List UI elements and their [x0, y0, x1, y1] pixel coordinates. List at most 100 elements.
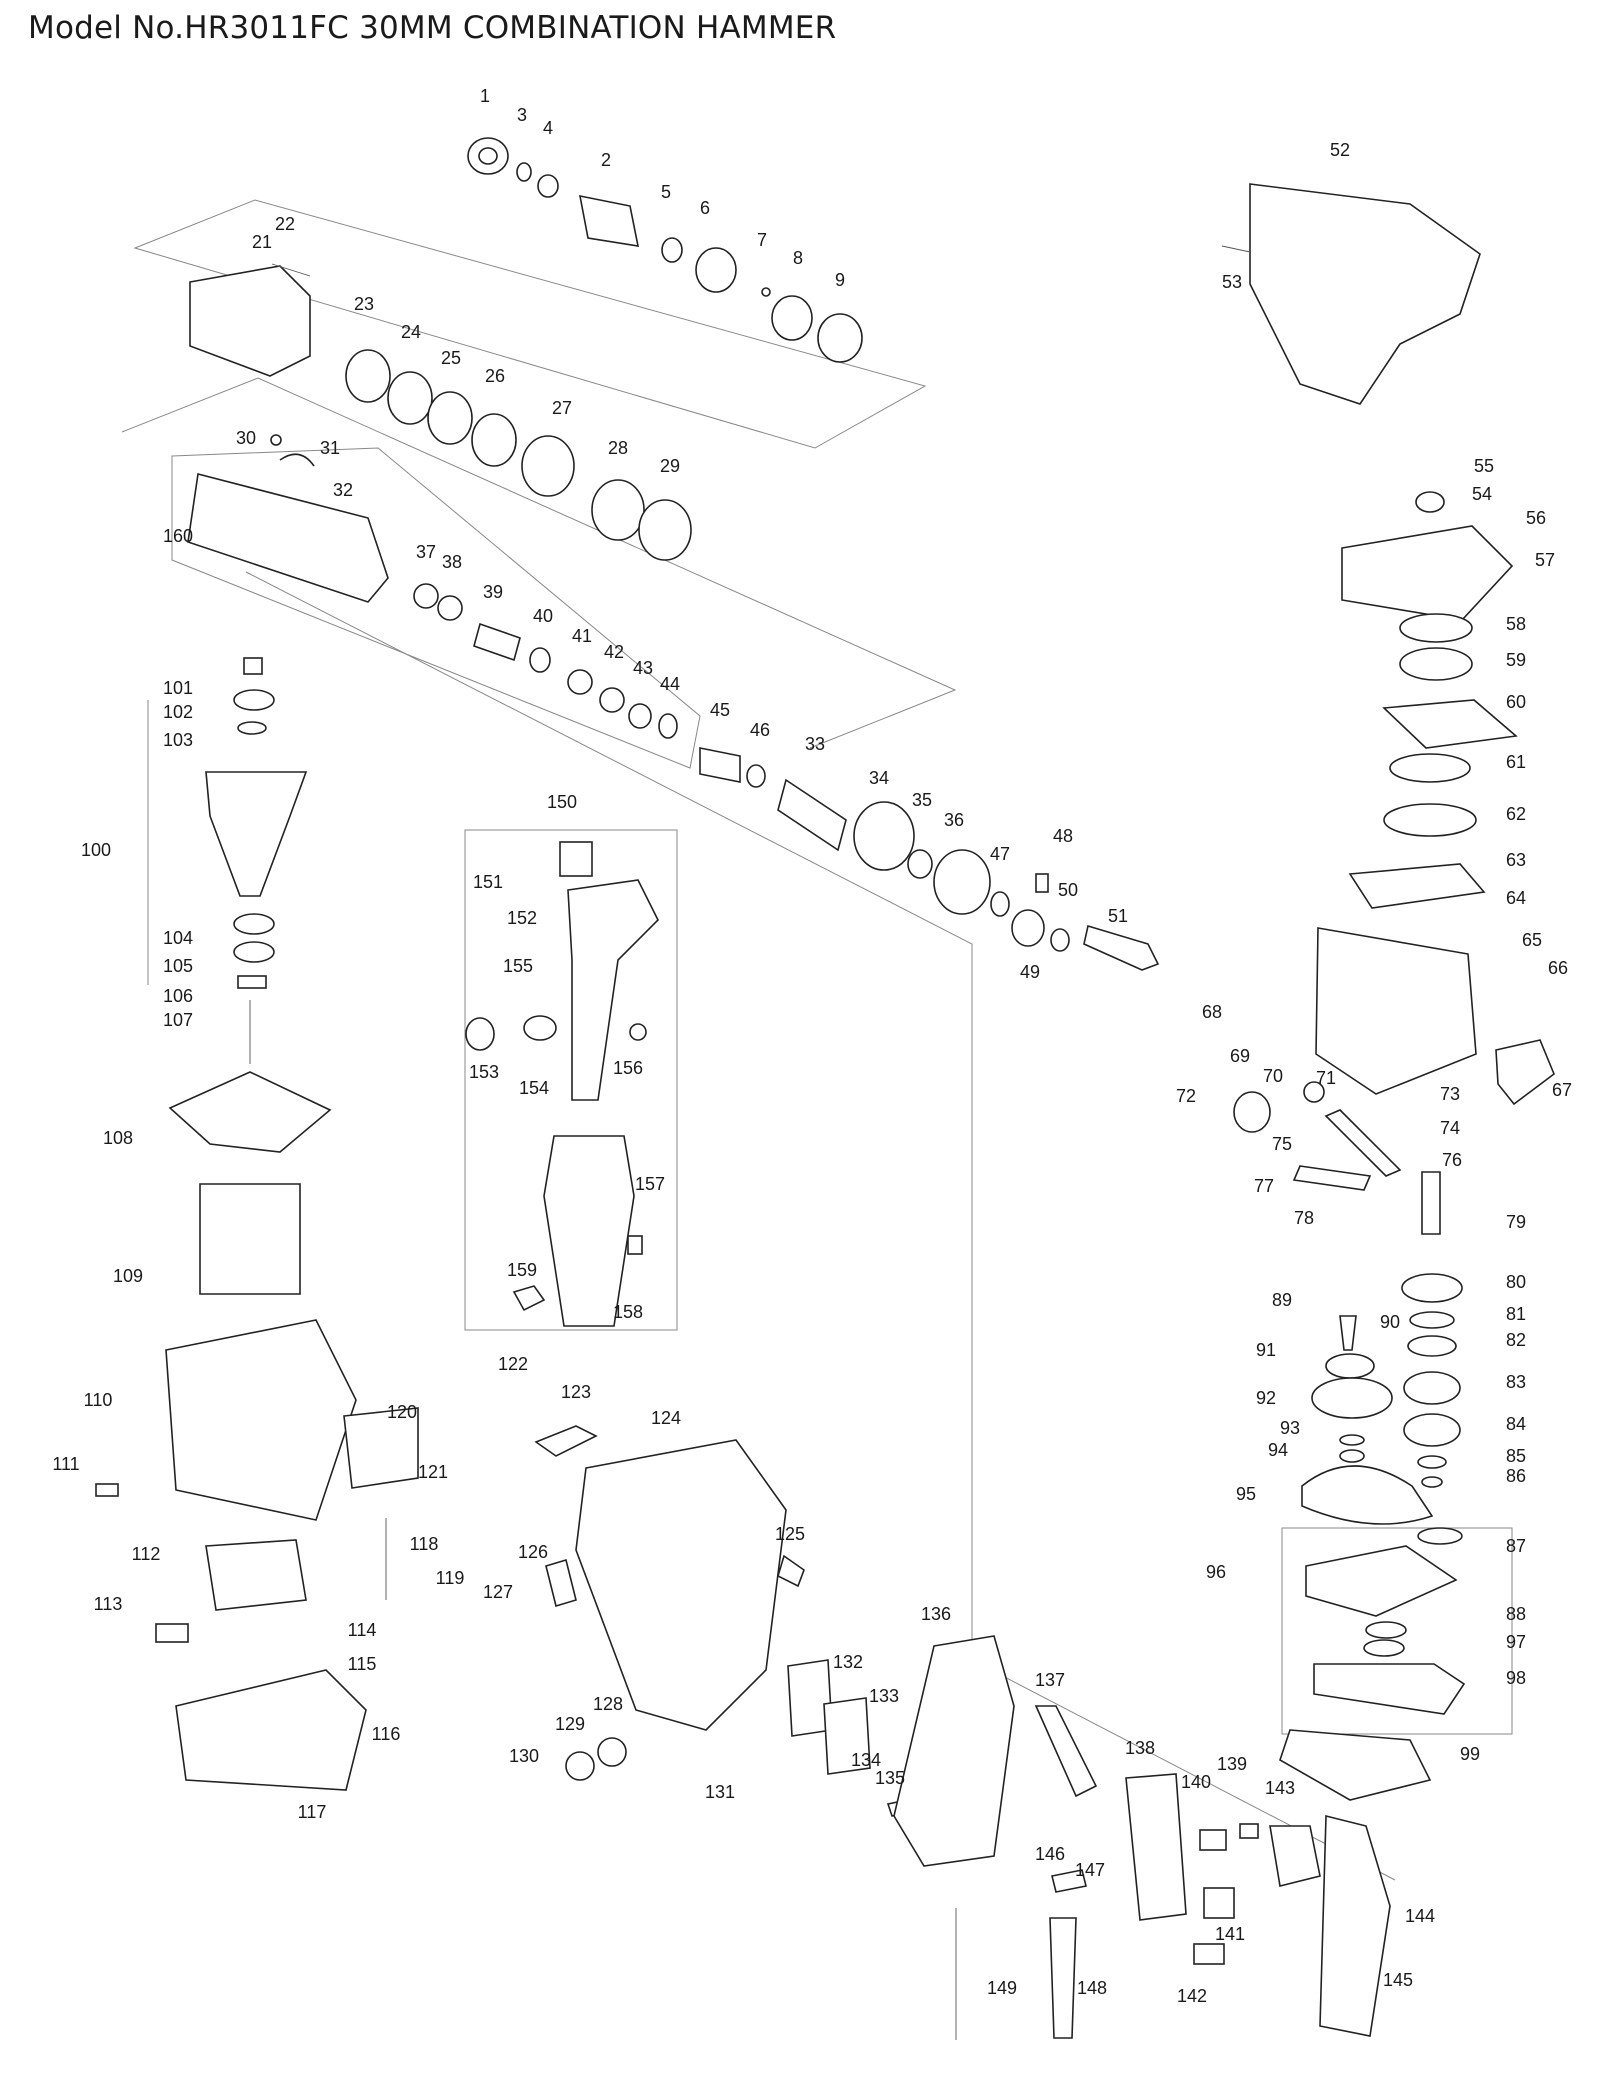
part-84 — [1403, 1413, 1461, 1447]
callout-label-42: 42 — [604, 642, 624, 662]
callout-label-77: 77 — [1254, 1176, 1274, 1196]
callout-label-65: 65 — [1522, 930, 1542, 950]
callout-label-99: 99 — [1460, 1744, 1480, 1764]
callout-label-48: 48 — [1053, 826, 1073, 846]
callout-label-152: 152 — [507, 908, 537, 928]
callout-label-60: 60 — [1506, 692, 1526, 712]
line-guide — [245, 571, 1396, 1881]
callout-label-105: 105 — [163, 956, 193, 976]
callout-label-117: 117 — [298, 1802, 327, 1822]
callout-label-63: 63 — [1506, 850, 1526, 870]
callout-label-61: 61 — [1506, 752, 1526, 772]
callout-label-120: 120 — [387, 1402, 417, 1422]
part-102 — [233, 689, 275, 711]
part-21 — [189, 265, 311, 377]
part-6 — [695, 247, 737, 293]
callout-label-50: 50 — [1058, 880, 1078, 900]
part-151 — [559, 841, 593, 877]
callout-label-149: 149 — [987, 1978, 1017, 1998]
part-34 — [853, 801, 915, 871]
part-23 — [345, 349, 391, 403]
part-104 — [233, 913, 275, 935]
callout-label-76: 76 — [1442, 1150, 1462, 1170]
part-31 — [279, 453, 315, 467]
callout-label-119: 119 — [436, 1568, 465, 1588]
part-141 — [1203, 1887, 1235, 1919]
callout-label-62: 62 — [1506, 804, 1526, 824]
callout-label-73: 73 — [1440, 1084, 1460, 1104]
part-53 — [1221, 245, 1251, 253]
part-55 — [1415, 491, 1445, 513]
callout-label-36: 36 — [944, 810, 964, 830]
part-158 — [627, 1235, 643, 1255]
part-80 — [1401, 1273, 1463, 1303]
part-120 — [343, 1407, 419, 1489]
callout-label-121: 121 — [418, 1462, 448, 1482]
callout-label-142: 142 — [1177, 1986, 1207, 2006]
callout-label-128: 128 — [593, 1694, 623, 1714]
part-110 — [165, 1319, 357, 1521]
part-72 — [1233, 1091, 1271, 1133]
callout-label-138: 138 — [1125, 1738, 1155, 1758]
callout-label-104: 104 — [163, 928, 193, 948]
callout-label-28: 28 — [608, 438, 628, 458]
part-142 — [1193, 1943, 1225, 1965]
callout-label-54: 54 — [1472, 484, 1492, 504]
part-33 — [777, 778, 847, 852]
part-143 — [1269, 1825, 1321, 1887]
part-60 — [1382, 699, 1518, 749]
callout-label-111: 111 — [52, 1454, 79, 1474]
callout-label-3: 3 — [517, 105, 527, 125]
part-46 — [746, 764, 766, 788]
part-76 — [1324, 1109, 1402, 1177]
callout-label-103: 103 — [163, 730, 193, 750]
callout-label-46: 46 — [750, 720, 770, 740]
part-137 — [1034, 1705, 1098, 1798]
callout-label-88: 88 — [1506, 1604, 1526, 1624]
callout-label-147: 147 — [1075, 1860, 1105, 1880]
part-139 — [1239, 1823, 1259, 1839]
part-8 — [771, 295, 813, 341]
part-140 — [1199, 1829, 1227, 1851]
part-123 — [534, 1425, 598, 1457]
part-155 — [567, 879, 659, 1101]
callout-label-85: 85 — [1506, 1446, 1526, 1466]
callout-label-81: 81 — [1506, 1304, 1526, 1324]
callout-label-69: 69 — [1230, 1046, 1250, 1066]
callout-label-83: 83 — [1506, 1372, 1526, 1392]
callout-label-110: 110 — [84, 1390, 113, 1410]
callout-label-33: 33 — [805, 734, 825, 754]
callout-label-95: 95 — [1236, 1484, 1256, 1504]
part-62 — [1383, 803, 1477, 837]
callout-label-64: 64 — [1506, 888, 1526, 908]
part-128 — [597, 1737, 627, 1767]
part-153 — [465, 1017, 495, 1051]
callout-label-66: 66 — [1548, 958, 1568, 978]
callout-label-40: 40 — [533, 606, 553, 626]
part-35 — [907, 849, 933, 879]
part-30 — [270, 434, 282, 446]
callout-label-106: 106 — [163, 986, 193, 1006]
callout-label-41: 41 — [572, 626, 592, 646]
part-37 — [413, 583, 439, 609]
callout-label-84: 84 — [1506, 1414, 1526, 1434]
callout-label-135: 135 — [875, 1768, 905, 1788]
part-28 — [591, 479, 645, 541]
part-64 — [1348, 863, 1486, 909]
part-82 — [1407, 1335, 1457, 1357]
callout-label-39: 39 — [483, 582, 503, 602]
part-106 — [237, 975, 267, 989]
callout-label-156: 156 — [613, 1058, 643, 1078]
part-44 — [658, 713, 678, 739]
callout-label-7: 7 — [757, 230, 767, 250]
callout-label-38: 38 — [442, 552, 462, 572]
part-22 — [271, 263, 311, 277]
callout-label-51: 51 — [1108, 906, 1128, 926]
callout-label-148: 148 — [1077, 1978, 1107, 1998]
part-71 — [1303, 1081, 1325, 1103]
callout-label-58: 58 — [1506, 614, 1526, 634]
callout-label-126: 126 — [518, 1542, 548, 1562]
part-67 — [1495, 1039, 1555, 1106]
box-tool-holder — [171, 447, 701, 769]
part-47 — [990, 891, 1010, 917]
